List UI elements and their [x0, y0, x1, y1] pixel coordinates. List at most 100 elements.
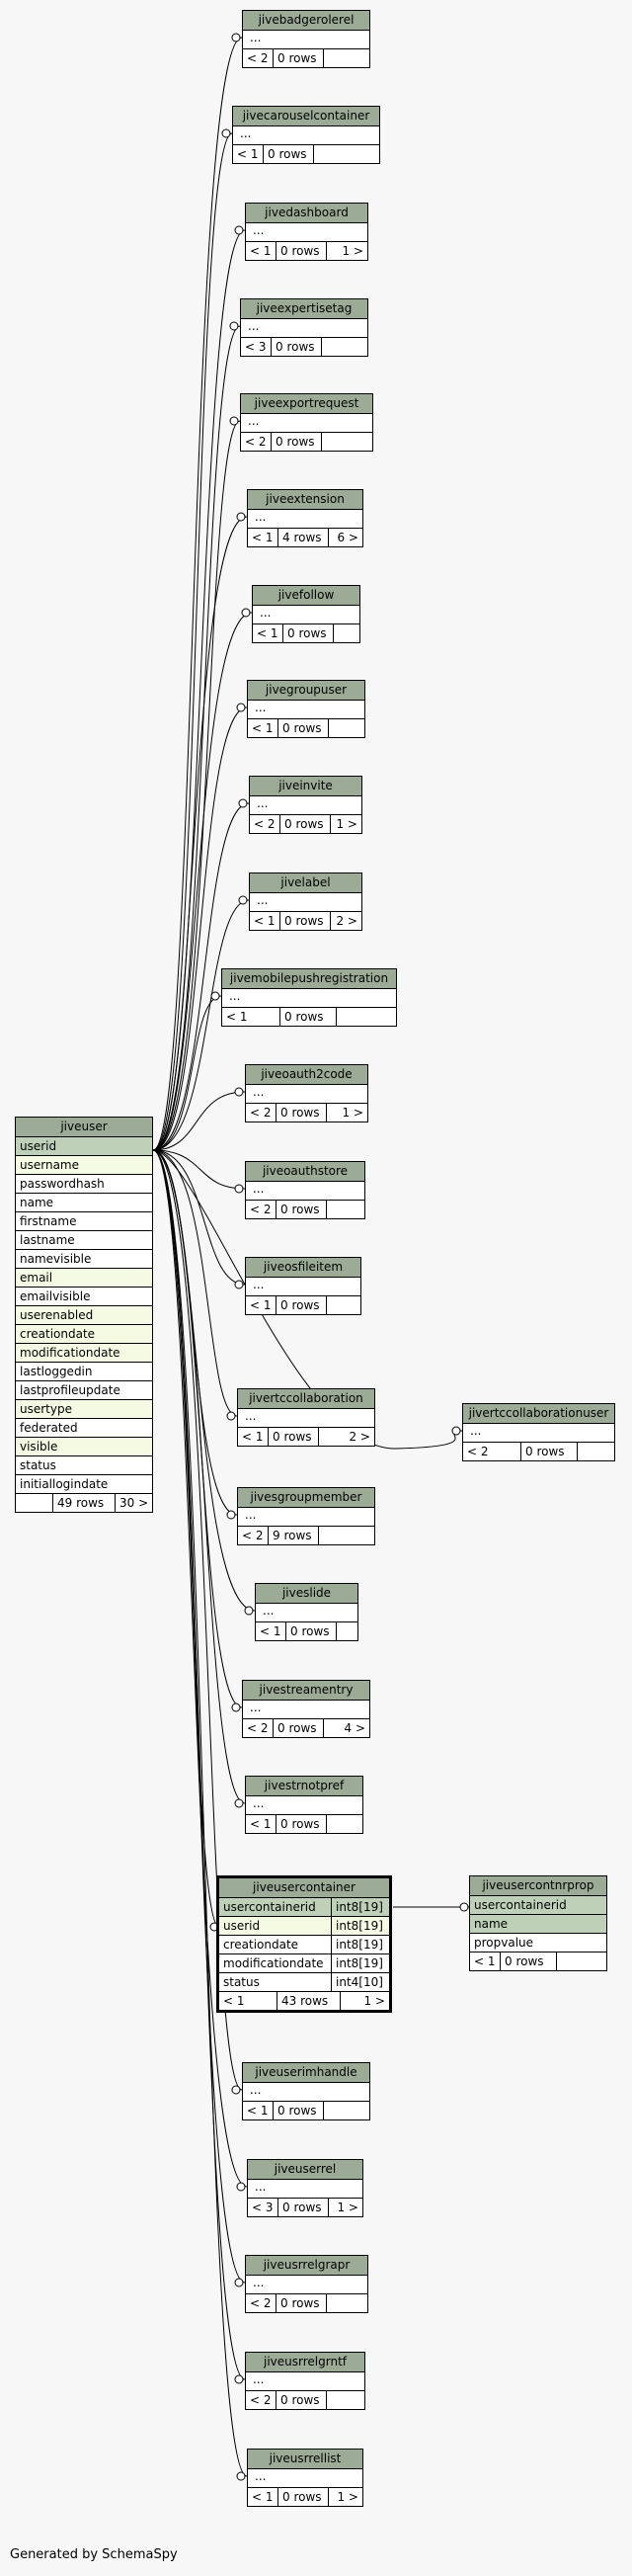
relationship-line: [152, 706, 248, 1151]
child-columns-ellipsis: ...: [238, 1508, 374, 1527]
foot-rows: 0 rows: [273, 2102, 323, 2119]
table-header: jiveextension: [248, 490, 362, 510]
crowfoot-marker: [451, 1426, 461, 1436]
foot-parents: < 1: [474, 1954, 496, 1968]
crowfoot-marker: [244, 1606, 254, 1616]
column-usercontainerid: usercontainerid: [474, 1898, 567, 1912]
table-header: jivegroupuser: [248, 681, 364, 701]
foot-children: [336, 1622, 357, 1640]
child-columns-ellipsis: ...: [256, 1604, 357, 1622]
foot-rows: 0 rows: [277, 2488, 328, 2506]
relationship-line: [152, 132, 233, 1151]
foot-children: [328, 719, 364, 737]
foot-children: 2 >: [330, 912, 361, 930]
foot-children: [326, 1815, 362, 1833]
child-columns-ellipsis: ...: [248, 701, 364, 719]
table-header: jivestreamentry: [243, 1681, 369, 1701]
relationship-line: [152, 37, 243, 1151]
child-columns-ellipsis: ...: [246, 223, 367, 242]
foot-children: 1 >: [340, 1992, 389, 2010]
table-jiveusercontnrprop[interactable]: jiveusercontnrprop usercontainerid name …: [469, 1875, 607, 1971]
foot-children: 2 >: [318, 1428, 374, 1446]
crowfoot-marker: [234, 1280, 244, 1289]
foot-children: 6 >: [328, 529, 362, 546]
foot-children: 1 >: [326, 1104, 367, 1122]
foot-rows: 0 rows: [279, 912, 330, 930]
foot-parents: < 3: [245, 340, 267, 354]
table-header: jiveosfileitem: [246, 1258, 360, 1278]
foot-parents: < 2: [247, 1721, 269, 1735]
foot-parents: < 2: [242, 1529, 264, 1542]
table-header: jivedashboard: [246, 204, 367, 223]
foot-children: [318, 1527, 374, 1544]
foot-parents: < 1: [252, 2490, 274, 2504]
crowfoot-marker: [236, 2471, 246, 2481]
table-header: jiveoauth2code: [246, 1065, 367, 1085]
table-header: jiveuserimhandle: [243, 2063, 369, 2083]
foot-rows: 0 rows: [276, 1104, 326, 1122]
foot-parents: < 3: [252, 2201, 274, 2214]
foot-parents: < 2: [250, 2393, 272, 2407]
crowfoot-marker: [234, 1184, 244, 1194]
table-header: jiveinvite: [250, 777, 361, 796]
crowfoot-marker: [231, 33, 241, 42]
table-header: jiveusrrelgrapr: [246, 2256, 367, 2276]
foot-rows: 0 rows: [285, 1622, 336, 1640]
foot-rows: 0 rows: [279, 815, 330, 833]
column-firstname: firstname: [20, 1214, 77, 1228]
foot-parents: < 2: [467, 1445, 489, 1458]
foot-parents: < 2: [250, 2296, 272, 2310]
column-federated: federated: [20, 1421, 78, 1435]
foot-rows: 0 rows: [277, 2199, 328, 2216]
table-header: jiveuser: [16, 1118, 152, 1137]
table-jiveuser[interactable]: jiveuser userid username passwordhash na…: [15, 1117, 153, 1513]
foot-parents: [16, 1494, 52, 1512]
column-userenabled: userenabled: [20, 1308, 94, 1322]
foot-parents: < 2: [254, 817, 276, 831]
relationship-line: [152, 1149, 248, 2477]
relationship-line: [152, 1149, 246, 1286]
child-columns-ellipsis: ...: [463, 1424, 614, 1443]
child-columns-ellipsis: ...: [250, 796, 361, 815]
foot-parents: < 1: [247, 2104, 269, 2118]
foot-children: 1 >: [328, 2488, 362, 2506]
column-namevisible: namevisible: [20, 1252, 92, 1266]
child-columns-ellipsis: ...: [233, 126, 379, 145]
relationship-line: [152, 1149, 246, 2284]
column-usertype: usertype: [20, 1402, 72, 1416]
foot-parents: < 2: [247, 51, 269, 65]
child-columns-ellipsis: ...: [248, 2469, 362, 2488]
foot-children: 1 >: [330, 815, 361, 833]
foot-children: [326, 2391, 364, 2409]
foot-children: [321, 433, 372, 451]
crowfoot-marker: [238, 895, 248, 905]
relationship-line: [152, 1149, 248, 2188]
